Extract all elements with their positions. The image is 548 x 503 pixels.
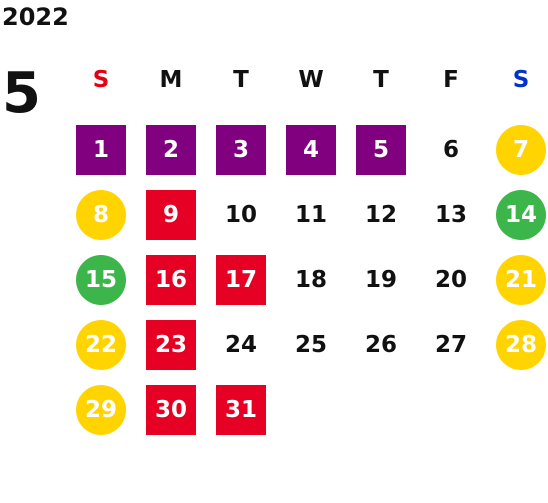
calendar-day-number: 3 <box>216 124 266 175</box>
calendar-day-cell[interactable]: 3 <box>206 117 276 182</box>
calendar-day-number: 17 <box>216 254 266 305</box>
calendar-day-number: 10 <box>224 201 257 228</box>
calendar-day-cell[interactable]: 23 <box>136 312 206 377</box>
calendar-day-number: 15 <box>76 254 126 305</box>
weekday-label: F <box>443 67 459 93</box>
calendar-day-cell[interactable]: 27 <box>416 312 486 377</box>
calendar-day-cell[interactable]: 25 <box>276 312 346 377</box>
calendar-day-number: 22 <box>76 319 126 370</box>
calendar-day-number: 23 <box>146 319 196 370</box>
calendar-day-cell[interactable]: 13 <box>416 182 486 247</box>
calendar-day-number: 24 <box>224 331 257 358</box>
calendar-day-number: 19 <box>364 266 397 293</box>
calendar-day-number: 29 <box>76 384 126 435</box>
weekday-label: S <box>512 67 530 93</box>
weekday-label: W <box>298 67 324 93</box>
calendar-day-cell[interactable]: 14 <box>486 182 548 247</box>
calendar-day-cell[interactable]: 26 <box>346 312 416 377</box>
calendar-day-number: 25 <box>294 331 327 358</box>
calendar-day-cell[interactable]: 9 <box>136 182 206 247</box>
weekday-label: T <box>373 67 389 93</box>
calendar-month: 5 <box>2 61 41 126</box>
calendar-day-number: 14 <box>496 189 546 240</box>
calendar-day-number: 8 <box>76 189 126 240</box>
calendar-day-cell[interactable]: 17 <box>206 247 276 312</box>
weekday-label: T <box>233 67 249 93</box>
calendar-day-cell[interactable]: 11 <box>276 182 346 247</box>
calendar-day-number: 21 <box>496 254 546 305</box>
calendar-day-cell[interactable]: 28 <box>486 312 548 377</box>
calendar-day-number: 1 <box>76 124 126 175</box>
calendar-day-number: 9 <box>146 189 196 240</box>
calendar-day-cell[interactable]: 31 <box>206 377 276 442</box>
calendar-day-cell[interactable]: 29 <box>66 377 136 442</box>
calendar-day-cell[interactable]: 5 <box>346 117 416 182</box>
calendar-year: 2022 <box>2 3 69 31</box>
weekday-label: S <box>92 67 110 93</box>
calendar-day-number: 18 <box>294 266 327 293</box>
calendar-day-cell[interactable]: 6 <box>416 117 486 182</box>
calendar-day-number: 7 <box>496 124 546 175</box>
calendar-day-cell[interactable]: 19 <box>346 247 416 312</box>
calendar-day-number: 4 <box>286 124 336 175</box>
calendar-day-number: 16 <box>146 254 196 305</box>
calendar-day-number: 5 <box>356 124 406 175</box>
calendar-day-number: 13 <box>434 201 467 228</box>
calendar-day-cell[interactable]: 20 <box>416 247 486 312</box>
weekday-label: M <box>159 67 183 93</box>
calendar-day-cell[interactable]: 21 <box>486 247 548 312</box>
calendar-day-number: 11 <box>294 201 327 228</box>
calendar-day-cell[interactable]: 16 <box>136 247 206 312</box>
calendar-day-cell[interactable]: 24 <box>206 312 276 377</box>
calendar-day-number: 6 <box>442 136 459 163</box>
calendar-day-cell[interactable]: 15 <box>66 247 136 312</box>
calendar-day-number: 20 <box>434 266 467 293</box>
calendar-day-number: 12 <box>364 201 397 228</box>
calendar-day-cell[interactable]: 2 <box>136 117 206 182</box>
calendar-day-cell[interactable]: 18 <box>276 247 346 312</box>
calendar-day-cell[interactable]: 8 <box>66 182 136 247</box>
calendar-day-cell[interactable]: 22 <box>66 312 136 377</box>
calendar-day-number: 26 <box>364 331 397 358</box>
calendar-day-number: 2 <box>146 124 196 175</box>
calendar-day-number: 30 <box>146 384 196 435</box>
calendar-day-number: 28 <box>496 319 546 370</box>
calendar-day-cell[interactable]: 4 <box>276 117 346 182</box>
calendar-day-cell[interactable]: 1 <box>66 117 136 182</box>
calendar-day-number: 31 <box>216 384 266 435</box>
calendar-day-cell[interactable]: 12 <box>346 182 416 247</box>
calendar-day-cell[interactable]: 30 <box>136 377 206 442</box>
calendar-day-cell[interactable]: 10 <box>206 182 276 247</box>
calendar-day-number: 27 <box>434 331 467 358</box>
calendar-day-cell[interactable]: 7 <box>486 117 548 182</box>
